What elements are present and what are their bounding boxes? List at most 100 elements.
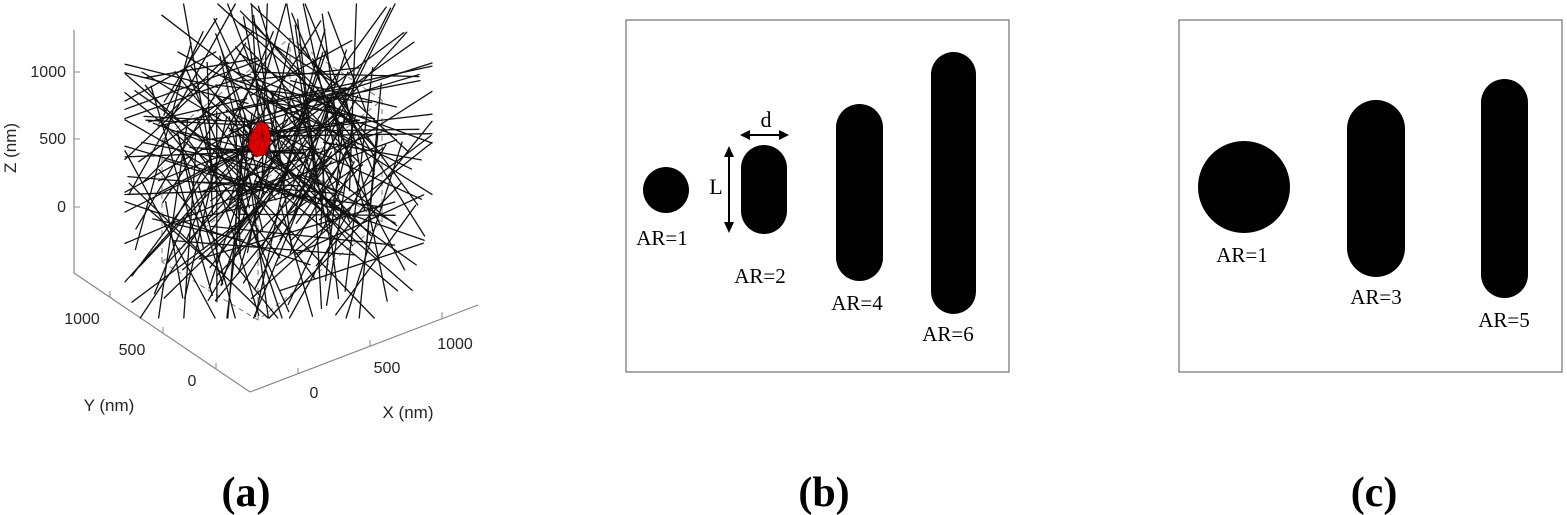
nanorod [124, 145, 303, 200]
nanorod [265, 113, 433, 135]
nanorod [144, 57, 259, 79]
nanorod [124, 119, 256, 193]
shape-c-ar3 [1347, 100, 1405, 277]
nanorod [294, 194, 425, 255]
nanorod [135, 42, 247, 230]
nanorod [144, 84, 281, 259]
z-tick-0: 0 [57, 199, 66, 216]
nanorod [289, 139, 353, 254]
axes-3d [73, 30, 479, 393]
nanorod [325, 177, 347, 307]
nanorod [284, 192, 383, 208]
nanorod [294, 24, 322, 203]
nanorod [320, 156, 340, 300]
x-tick-500: 500 [374, 360, 401, 377]
diameter-label: d [761, 107, 772, 132]
nanorod [153, 208, 190, 295]
label-c-ar1: AR=1 [1216, 243, 1268, 267]
nanorod [216, 121, 367, 277]
nanorod [299, 44, 419, 206]
nanorod [198, 201, 396, 260]
nanorod [292, 103, 329, 201]
nanorod [207, 161, 283, 224]
nanorod [324, 111, 346, 282]
nanorod [138, 85, 243, 163]
nanorod [214, 160, 333, 302]
label-c-ar5: AR=5 [1478, 308, 1530, 332]
nanorod [235, 189, 290, 313]
nanorod [147, 98, 248, 123]
label-ar2: AR=2 [734, 264, 786, 288]
nanorod [237, 186, 283, 319]
x-axis-line [249, 304, 479, 393]
nanorod [276, 141, 433, 267]
nanorod [142, 90, 236, 183]
nanorod [257, 5, 310, 170]
nanorod [292, 90, 433, 182]
nanorod [308, 3, 396, 179]
nanorod [250, 209, 349, 300]
nanorod [247, 186, 316, 280]
nanorod [325, 200, 417, 266]
nanorod [174, 70, 277, 201]
nanorod [320, 102, 328, 228]
nanorod [219, 55, 264, 231]
red-particle [247, 120, 272, 158]
nanorod [287, 161, 355, 306]
x-axis-label: X (nm) [383, 403, 434, 422]
nanorod [344, 66, 374, 292]
diameter-arrow [740, 130, 789, 140]
nanorod [232, 65, 433, 110]
nanorod [220, 111, 340, 253]
length-label: L [709, 174, 722, 199]
nanorod [128, 182, 269, 319]
nanorod [177, 51, 314, 128]
label-ar4: AR=4 [831, 291, 883, 315]
nanorod [158, 147, 246, 194]
nanorod [163, 206, 259, 299]
nanorod [124, 145, 255, 213]
y-tick-500: 500 [119, 342, 146, 359]
nanorod [222, 160, 375, 319]
nanorod [145, 119, 243, 126]
nanorod [286, 147, 384, 216]
label-ar6: AR=6 [922, 322, 974, 346]
nanorod [236, 67, 360, 83]
nanorod [124, 59, 260, 110]
nanorod [274, 169, 413, 292]
nanorod [145, 206, 216, 268]
y-tick-0: 0 [188, 373, 197, 390]
label-ar1: AR=1 [636, 226, 688, 250]
nanorod [124, 63, 219, 89]
nanorod [189, 146, 305, 154]
y-tick-1000: 1000 [64, 311, 100, 328]
nanorod [134, 90, 286, 197]
nanorod [184, 115, 228, 300]
panel-a-3d-plot: 1000 500 0 1000 500 0 0 500 1000 Z (nm) … [1, 3, 479, 422]
nanorod [277, 147, 380, 260]
nanorod [238, 213, 396, 216]
nanorod [278, 29, 326, 192]
nanorod [261, 71, 349, 249]
nanorod [208, 140, 259, 289]
length-arrow [724, 146, 734, 233]
panel-b-shapes: d L AR=1 AR=2 AR=4 AR=6 [625, 19, 1010, 373]
shape-ar6 [931, 52, 976, 314]
nanorod [158, 30, 254, 124]
panel-label-c: (c) [1351, 470, 1398, 515]
label-c-ar3: AR=3 [1350, 285, 1402, 309]
nanorod [163, 31, 204, 116]
nanorod [222, 159, 309, 214]
z-axis-label: Z (nm) [1, 123, 20, 173]
panel-label-b: (b) [798, 470, 849, 515]
nanorod [279, 203, 314, 317]
nanorod [128, 3, 236, 196]
shape-c-ar1 [1198, 141, 1290, 233]
nanorod [250, 3, 409, 153]
nanorod [141, 71, 223, 122]
panel-c-shapes: AR=1 AR=3 AR=5 [1178, 19, 1563, 373]
tick-marks [74, 71, 443, 374]
nanorod [311, 136, 323, 310]
shape-ar4 [836, 104, 883, 281]
